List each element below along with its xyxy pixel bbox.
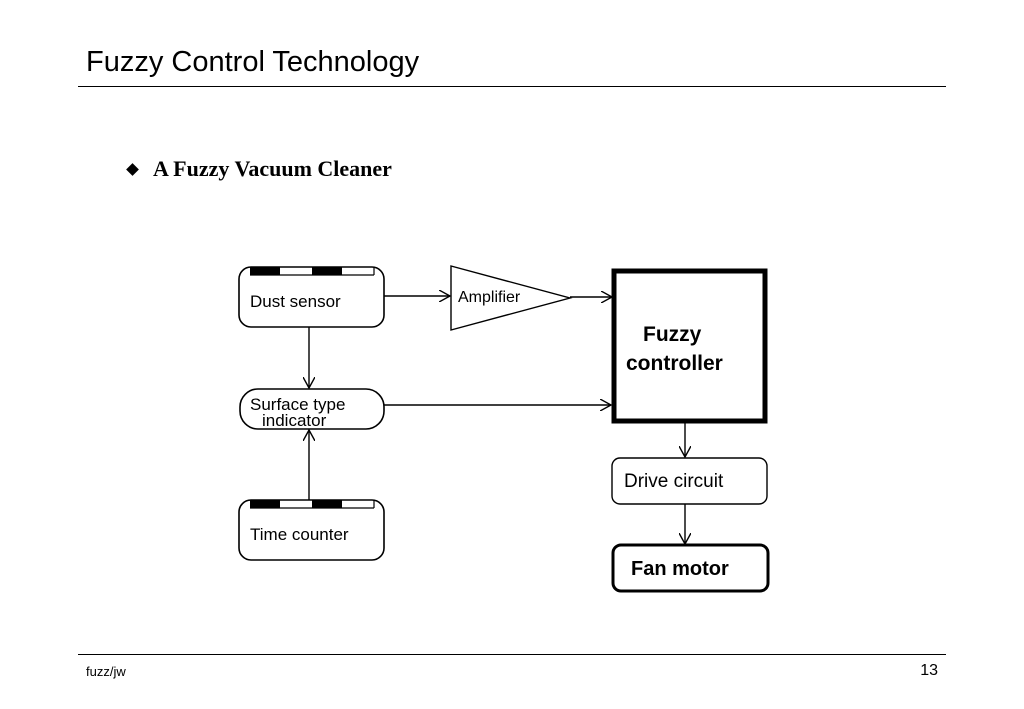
title-divider bbox=[78, 86, 946, 87]
drive-circuit-node: Drive circuit bbox=[611, 457, 768, 505]
dust-sensor-node: Dust sensor bbox=[238, 266, 385, 328]
time-counter-node: Time counter bbox=[238, 499, 385, 561]
fan-motor-label: Fan motor bbox=[631, 558, 729, 580]
page-number: 13 bbox=[920, 662, 938, 679]
amplifier-node: Amplifier bbox=[450, 265, 573, 331]
surface-type-label-line1: Surface type bbox=[250, 395, 345, 414]
fuzzy-controller-label-line1: Fuzzy bbox=[643, 323, 702, 346]
surface-type-indicator-node: Surface type indicator bbox=[239, 388, 385, 430]
fuzzy-controller-label-line2: controller bbox=[626, 352, 723, 375]
dust-sensor-label: Dust sensor bbox=[250, 292, 341, 311]
slide-title: Fuzzy Control Technology bbox=[86, 46, 420, 78]
bullet-text: A Fuzzy Vacuum Cleaner bbox=[153, 156, 392, 181]
footer-divider bbox=[78, 654, 946, 655]
surface-type-label-line2: indicator bbox=[262, 411, 327, 430]
sensor-stripe-icon bbox=[250, 267, 375, 276]
fan-motor-node: Fan motor bbox=[611, 543, 770, 593]
drive-circuit-label: Drive circuit bbox=[624, 471, 724, 492]
counter-stripe-icon bbox=[250, 500, 375, 509]
fuzzy-controller-node: Fuzzy controller bbox=[611, 268, 768, 424]
amplifier-label: Amplifier bbox=[458, 289, 521, 306]
footer-author: fuzz/jw bbox=[86, 664, 126, 679]
bullet-item: A Fuzzy Vacuum Cleaner bbox=[126, 156, 392, 182]
time-counter-label: Time counter bbox=[250, 525, 349, 544]
